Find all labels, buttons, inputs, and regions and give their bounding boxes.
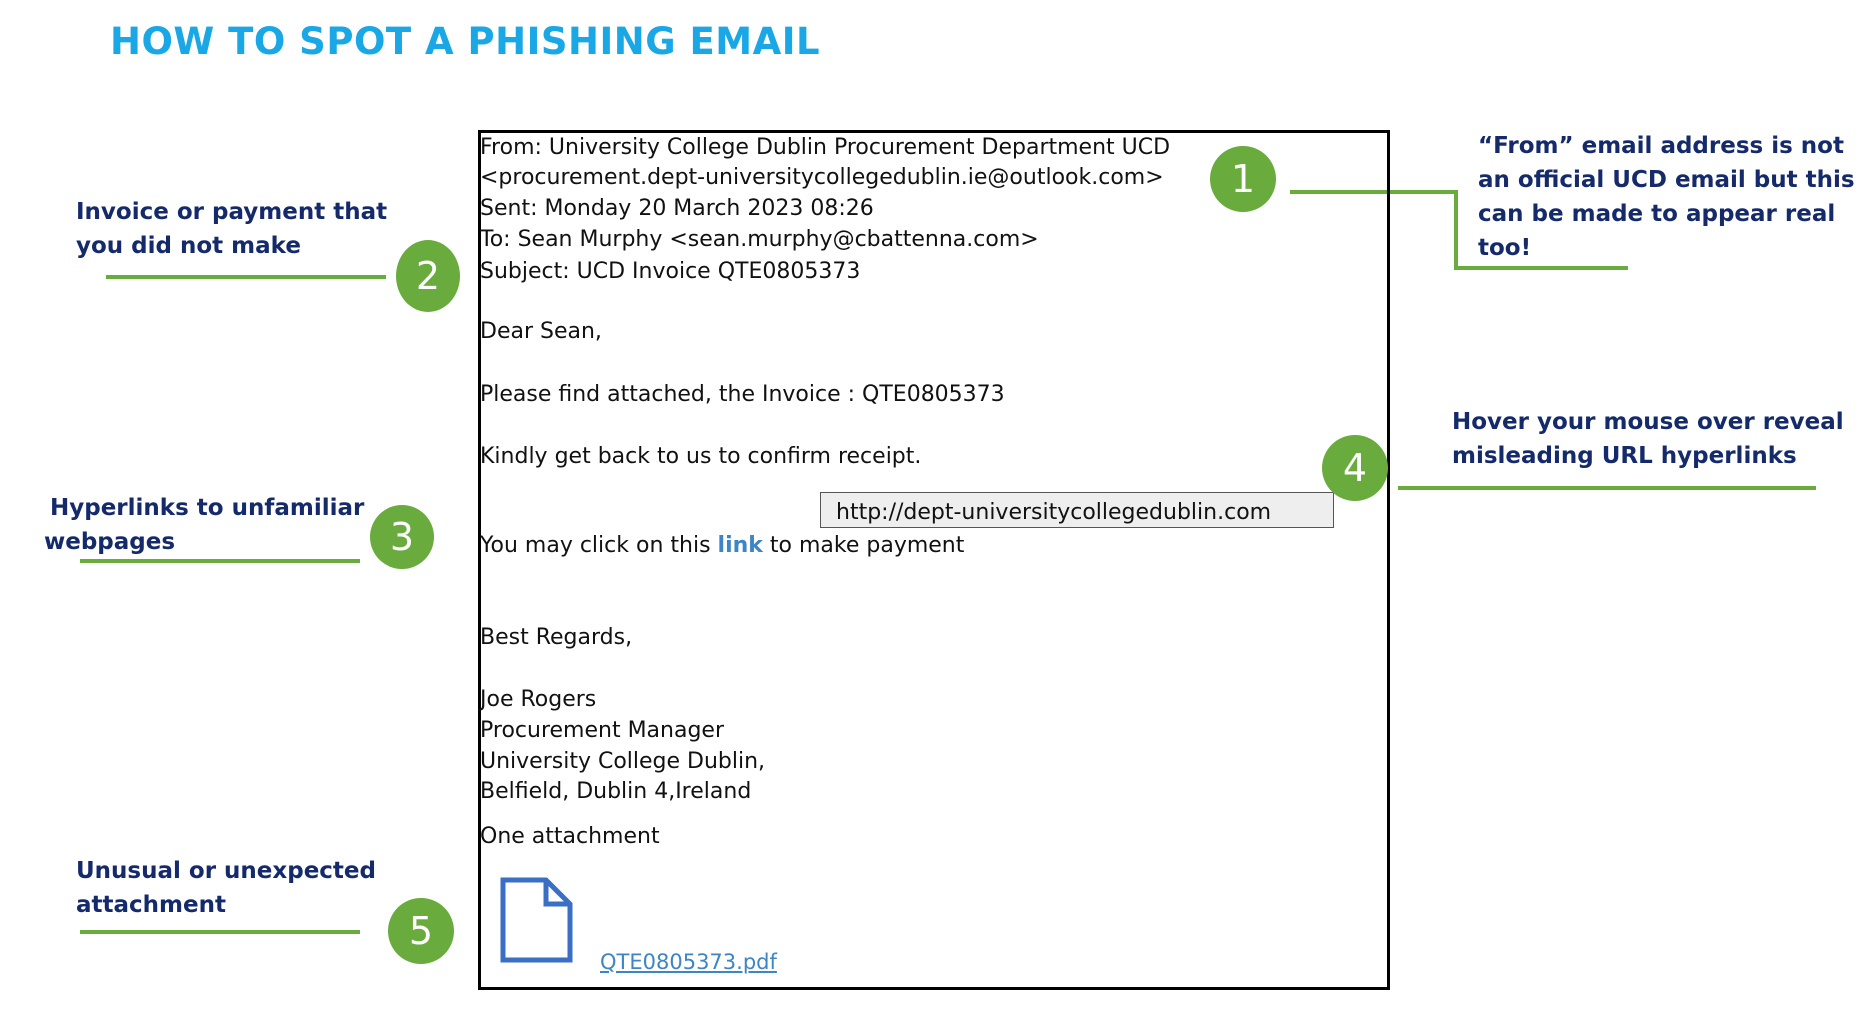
url-tooltip: http://dept-universitycollegedublin.com <box>820 492 1334 528</box>
email-link-line: You may click on this link to make payme… <box>480 535 964 557</box>
email-frame <box>478 130 1390 990</box>
callout-4-text: Hover your mouse over reveal misleading … <box>1452 405 1844 473</box>
page-title: HOW TO SPOT A PHISHING EMAIL <box>110 20 821 63</box>
signature-address: Belfield, Dublin 4,Ireland <box>480 779 752 804</box>
email-to: To: Sean Murphy <sean.murphy@cbattenna.c… <box>480 227 1039 252</box>
link-line-after: to make payment <box>762 533 965 558</box>
attachment-count: One attachment <box>480 824 660 849</box>
callout-1-text: “From” email address is not an official … <box>1478 129 1855 265</box>
link-line-before: You may click on this <box>480 533 718 558</box>
callout-1-line: “From” email address is not <box>1478 133 1844 159</box>
callout-4-line: Hover your mouse over reveal <box>1452 409 1844 435</box>
email-body-confirm: Kindly get back to us to confirm receipt… <box>480 444 922 469</box>
callout-5-text: Unusual or unexpected attachment <box>76 854 376 922</box>
callout-5-line: Unusual or unexpected <box>76 858 376 884</box>
callout-3-line: webpages <box>44 529 176 555</box>
callout-2-line: Invoice or payment that <box>76 199 388 225</box>
email-body-invoice: Please find attached, the Invoice : QTE0… <box>480 382 1005 407</box>
callout-3-badge: 3 <box>370 505 434 569</box>
document-icon[interactable] <box>498 876 578 966</box>
email-subject: Subject: UCD Invoice QTE0805373 <box>480 259 861 284</box>
callout-2-line: you did not make <box>76 233 301 259</box>
signature-org: University College Dublin, <box>480 749 766 774</box>
connector-1 <box>1290 190 1628 270</box>
email-from-address: <procurement.dept-universitycollegedubli… <box>480 165 1164 190</box>
email-signoff: Best Regards, <box>480 625 633 650</box>
attachment-file-link[interactable]: QTE0805373.pdf <box>600 950 777 974</box>
callout-3-line: Hyperlinks to unfamiliar <box>50 495 365 521</box>
callout-2-badge: 2 <box>396 240 460 312</box>
signature-role: Procurement Manager <box>480 718 724 743</box>
email-from: From: University College Dublin Procurem… <box>480 135 1171 160</box>
callout-3-text: Hyperlinks to unfamiliar webpages <box>44 491 364 559</box>
callout-1-badge: 1 <box>1210 146 1276 212</box>
callout-1-line: too! <box>1478 235 1532 261</box>
callout-5-line: attachment <box>76 892 226 918</box>
callout-4-line: misleading URL hyperlinks <box>1452 443 1797 469</box>
email-sent: Sent: Monday 20 March 2023 08:26 <box>480 196 874 221</box>
callout-1-line: an official UCD email but this <box>1478 167 1855 193</box>
email-greeting: Dear Sean, <box>480 319 602 344</box>
callout-5-badge: 5 <box>388 898 454 964</box>
payment-link[interactable]: link <box>717 533 763 558</box>
callout-2-text: Invoice or payment that you did not make <box>76 195 387 263</box>
callout-1-line: can be made to appear real <box>1478 201 1836 227</box>
signature-name: Joe Rogers <box>480 687 597 712</box>
callout-4-badge: 4 <box>1322 435 1388 501</box>
